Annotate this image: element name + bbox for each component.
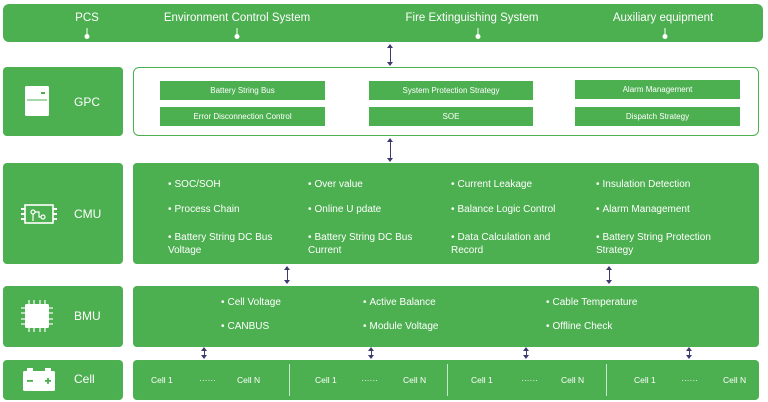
- arrow-up: [387, 44, 393, 48]
- last-cell-label: Cell N: [403, 375, 427, 385]
- cell-group: Cell 1 ······ Cell N: [607, 360, 759, 400]
- bmu-item: CANBUS: [221, 320, 270, 333]
- connector-top-gpc: [390, 47, 391, 63]
- connector-gpc-cmu: [390, 141, 391, 159]
- fire-extinguishing-stem: [477, 28, 479, 36]
- arrow-up: [523, 347, 529, 351]
- gpc-label: GPC: [74, 95, 101, 109]
- cmu-item: Battery String Protection Strategy: [596, 231, 711, 257]
- cell-panel: Cell 1 ······ Cell N Cell 1 ······ Cell …: [133, 360, 759, 400]
- environment-control-label: Environment Control System: [163, 12, 311, 24]
- soe-box: SOE: [369, 107, 533, 126]
- arrow-up: [284, 266, 290, 270]
- cmu-layer-box: CMU: [3, 163, 123, 264]
- fire-extinguishing-node: [475, 34, 481, 39]
- alarm-management-box: Alarm Management: [575, 80, 740, 99]
- cmu-label: CMU: [74, 207, 102, 221]
- arrow-up: [606, 266, 612, 270]
- first-cell-label: Cell 1: [315, 375, 337, 385]
- arrow-down: [523, 355, 529, 359]
- cell-layer-box: Cell: [3, 360, 123, 400]
- cell-group-divider: [447, 364, 448, 396]
- cell-group: Cell 1 ······ Cell N: [290, 360, 447, 400]
- arrow-down: [284, 280, 290, 284]
- auxiliary-equipment-label: Auxiliary equipment: [612, 12, 714, 24]
- auxiliary-equipment-node: [662, 34, 668, 39]
- connector-cmu-bmu: [287, 269, 288, 281]
- cmu-item: Online U pdate: [308, 203, 382, 216]
- cmu-panel: SOC/SOH Over value Current Leakage Insul…: [133, 163, 759, 264]
- cell-group: Cell 1 ······ Cell N: [448, 360, 606, 400]
- cell-group-divider: [606, 364, 607, 396]
- bmu-label: BMU: [74, 309, 101, 323]
- error-disconnection-control-box: Error Disconnection Control: [160, 107, 325, 126]
- connector-bmu-cell: [689, 350, 690, 356]
- arrow-down: [201, 355, 207, 359]
- connector-bmu-cell: [204, 350, 205, 356]
- battery-string-bus-box: Battery String Bus: [160, 81, 325, 100]
- cell-ellipsis: ······: [521, 375, 538, 385]
- pcs-stem: [86, 28, 88, 36]
- dispatch-strategy-box: Dispatch Strategy: [575, 107, 740, 126]
- environment-control-stem: [236, 28, 238, 36]
- arrow-up: [387, 138, 393, 142]
- chip-icon: [21, 300, 53, 332]
- gpc-layer-box: GPC: [3, 67, 123, 136]
- cell-group-divider: [289, 364, 290, 396]
- fire-extinguishing-label: Fire Extinguishing System: [405, 12, 539, 24]
- battery-icon: [23, 368, 55, 391]
- circuit-board-icon: [21, 204, 57, 224]
- bmu-item: Module Voltage: [363, 320, 439, 333]
- bmu-layer-box: BMU: [3, 286, 123, 347]
- arrow-up: [201, 347, 207, 351]
- cmu-item: Insulation Detection: [596, 178, 691, 191]
- cmu-item: Data Calculation and Record: [451, 231, 550, 257]
- cell-label: Cell: [74, 372, 95, 386]
- bmu-item: Cable Temperature: [546, 296, 638, 309]
- bmu-panel: Cell Voltage Active Balance Cable Temper…: [133, 286, 759, 347]
- pcs-label: PCS: [75, 12, 99, 24]
- pcs-node: [84, 34, 90, 39]
- cmu-item: Over value: [308, 178, 363, 191]
- server-icon: [25, 86, 49, 116]
- auxiliary-equipment-stem: [664, 28, 666, 36]
- connector-bmu-cell: [371, 350, 372, 356]
- cell-ellipsis: ······: [361, 375, 378, 385]
- cmu-item: Current Leakage: [451, 178, 533, 191]
- arrow-up: [368, 347, 374, 351]
- connector-bmu-cell: [526, 350, 527, 356]
- cmu-item: Battery String DC Bus Current: [308, 231, 412, 257]
- arrow-up: [686, 347, 692, 351]
- cell-group: Cell 1 ······ Cell N: [133, 360, 289, 400]
- last-cell-label: Cell N: [723, 375, 747, 385]
- environment-control-node: [234, 34, 240, 39]
- cmu-item: Battery String DC Bus Voltage: [168, 231, 272, 257]
- arrow-down: [686, 355, 692, 359]
- external-systems-bar: PCS Environment Control System Fire Exti…: [3, 4, 763, 42]
- arrow-down: [606, 280, 612, 284]
- arrow-down: [387, 158, 393, 162]
- first-cell-label: Cell 1: [471, 375, 493, 385]
- bmu-item: Offline Check: [546, 320, 613, 333]
- first-cell-label: Cell 1: [151, 375, 173, 385]
- arrow-down: [387, 62, 393, 66]
- system-protection-strategy-box: System Protection Strategy: [369, 81, 533, 100]
- cell-ellipsis: ······: [199, 375, 216, 385]
- gpc-panel: Battery String Bus System Protection Str…: [133, 67, 759, 136]
- last-cell-label: Cell N: [237, 375, 261, 385]
- first-cell-label: Cell 1: [634, 375, 656, 385]
- arrow-down: [368, 355, 374, 359]
- cmu-item: Alarm Management: [596, 203, 690, 216]
- last-cell-label: Cell N: [561, 375, 585, 385]
- bmu-item: Cell Voltage: [221, 296, 281, 309]
- bmu-item: Active Balance: [363, 296, 436, 309]
- cmu-item: Process Chain: [168, 203, 240, 216]
- cmu-item: SOC/SOH: [168, 178, 221, 191]
- cell-ellipsis: ······: [681, 375, 698, 385]
- cmu-item: Balance Logic Control: [451, 203, 556, 216]
- connector-cmu-bmu: [609, 269, 610, 281]
